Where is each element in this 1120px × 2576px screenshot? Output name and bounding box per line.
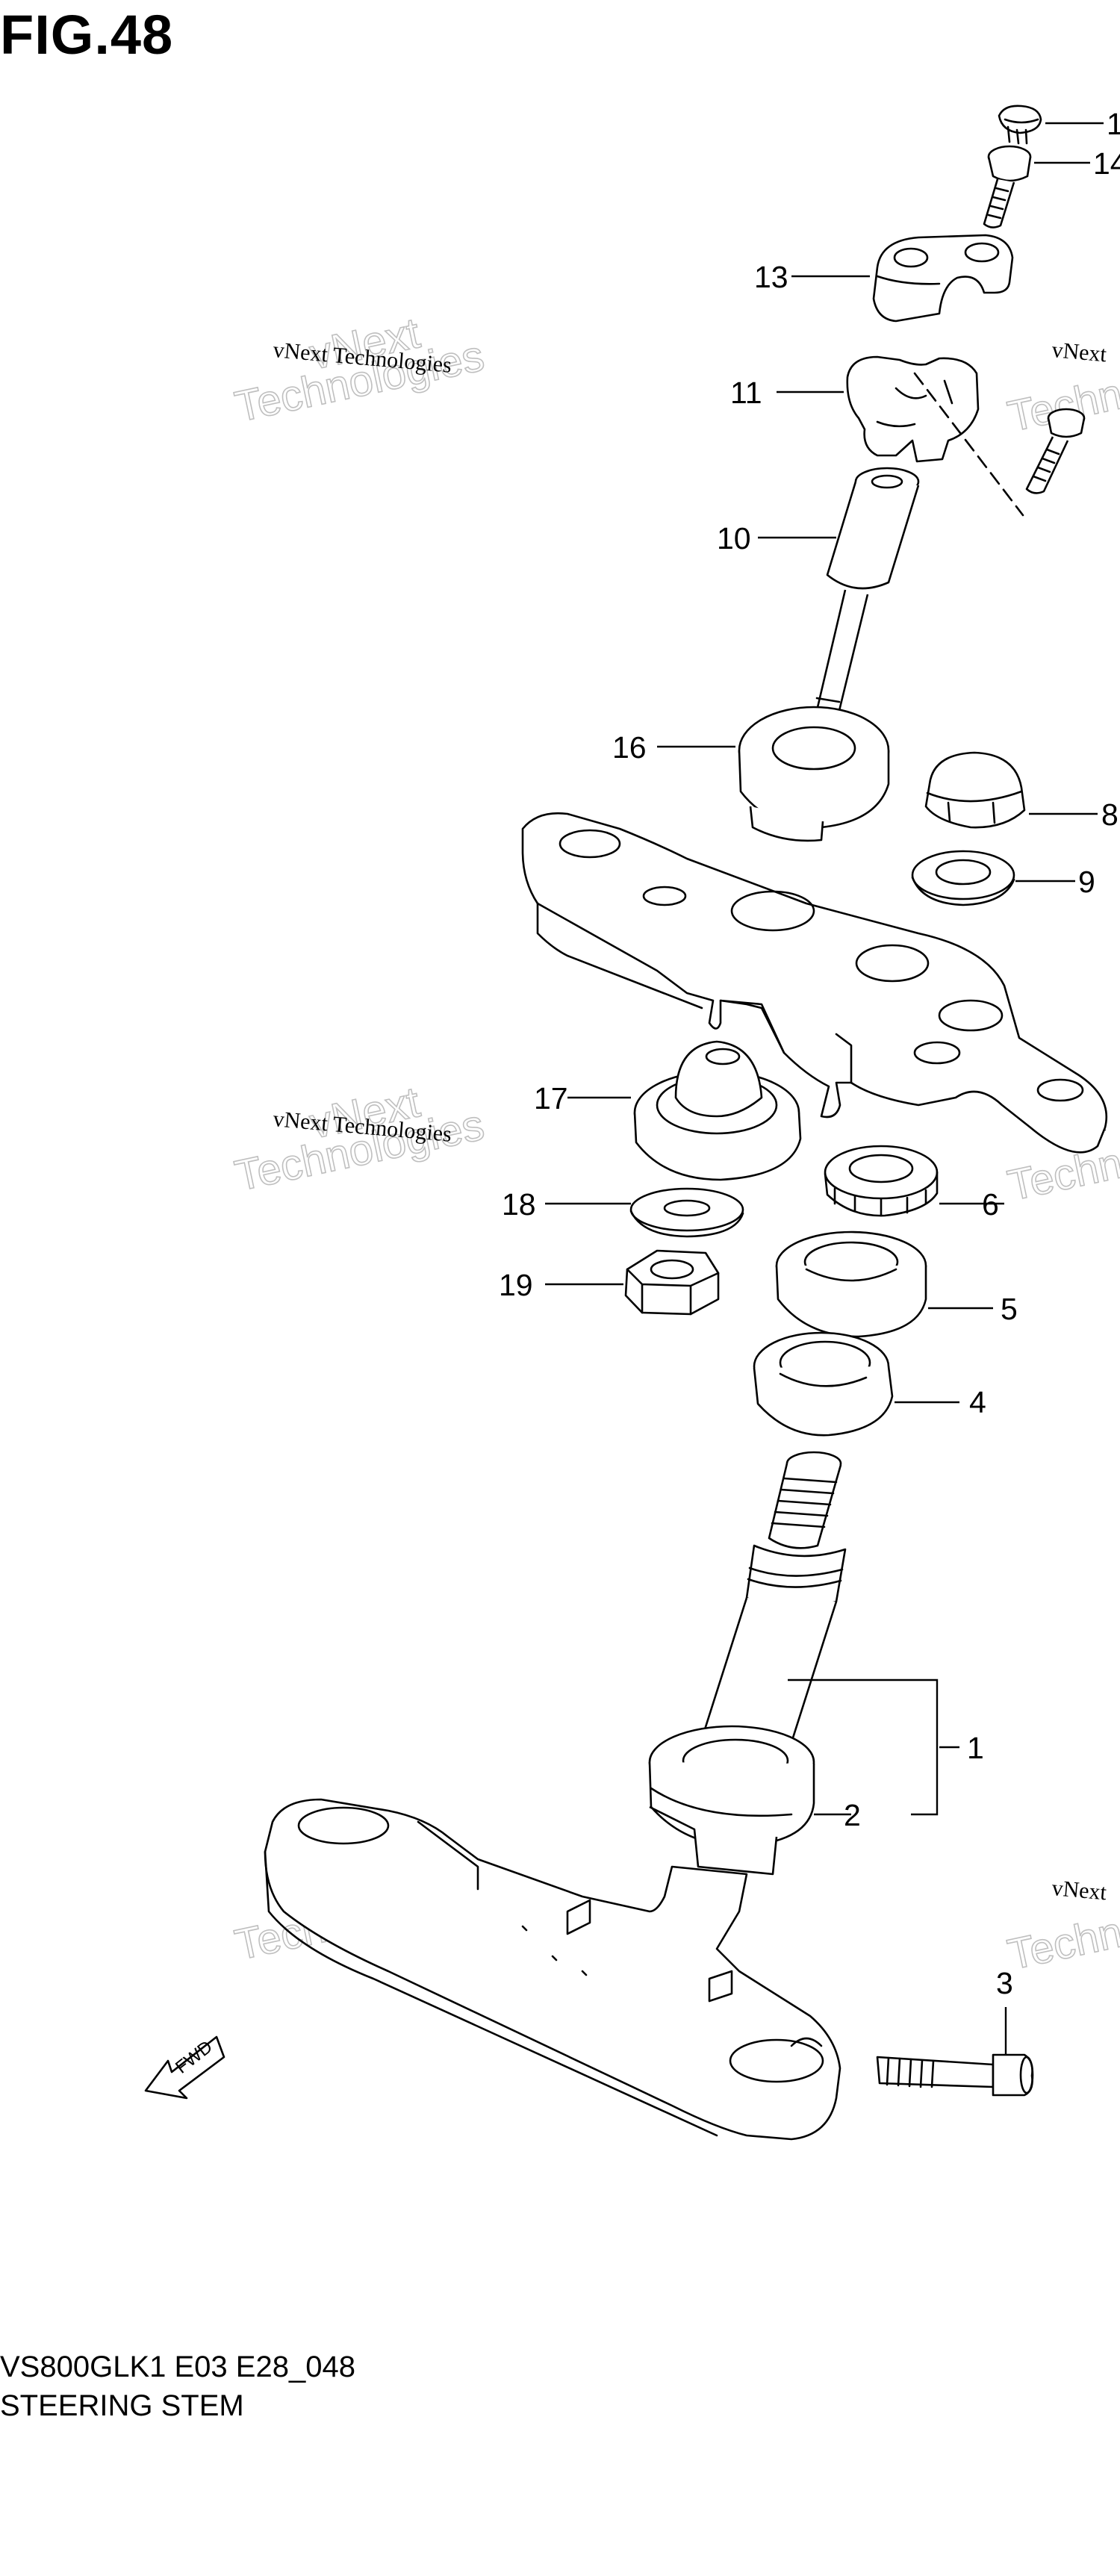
part-19-nut — [624, 1249, 720, 1316]
part-17-seal — [633, 1040, 802, 1181]
callout-9: 9 — [1078, 865, 1095, 899]
watermark-partial-techno: Techno — [1004, 1903, 1120, 1979]
assembly-dashed-line — [913, 372, 1024, 517]
part-bolt-right — [1025, 408, 1086, 494]
part-6-lock-nut — [824, 1145, 939, 1217]
part-16-damper — [738, 706, 890, 842]
callout-19: 19 — [499, 1268, 533, 1302]
part-5-bearing — [775, 1231, 927, 1338]
part-11-holder-lower — [846, 355, 980, 463]
callout-11: 11 — [730, 376, 762, 410]
watermark-1: Technologies vNext vNext Technologies — [230, 308, 488, 432]
watermark-2: Technologies vNext vNext Technologies — [230, 1077, 488, 1201]
watermark-partial-text: vNext — [1051, 337, 1108, 367]
part-8-cap-nut — [924, 751, 1026, 829]
part-13-clamp-upper — [872, 234, 1014, 323]
part-upper-bracket — [521, 812, 1108, 1154]
part-4-bearing — [753, 1331, 894, 1437]
fwd-arrow-icon: FWD — [144, 2035, 225, 2100]
watermark-right-3: vNext Techno — [1003, 1876, 1120, 1979]
callout-18: 18 — [502, 1187, 536, 1222]
model-code: VS800GLK1 E03 E28_048 — [0, 2351, 355, 2383]
callout-labels: 15 14 13 11 10 16 8 9 17 18 19 6 5 4 1 2… — [499, 107, 1120, 2000]
part-14-bolt — [983, 145, 1032, 228]
callout-3: 3 — [996, 1966, 1013, 2000]
figure-title: FIG.48 — [0, 4, 174, 66]
callout-5: 5 — [1001, 1292, 1018, 1326]
callout-13: 13 — [754, 260, 788, 294]
callout-6: 6 — [982, 1187, 999, 1222]
callout-2: 2 — [844, 1798, 861, 1832]
part-15-cap — [998, 105, 1042, 145]
callout-10: 10 — [717, 521, 751, 556]
callout-14: 14 — [1093, 146, 1120, 181]
part-9-washer — [911, 850, 1015, 906]
diagram-caption: STEERING STEM — [0, 2389, 244, 2422]
callout-8: 8 — [1101, 797, 1119, 832]
callout-16: 16 — [612, 730, 647, 765]
watermark-partial-text: vNext — [1051, 1876, 1108, 1905]
callout-15: 15 — [1107, 107, 1120, 141]
part-10-spacer-bolt — [803, 467, 920, 748]
callout-17: 17 — [534, 1081, 568, 1116]
callout-1: 1 — [967, 1731, 984, 1765]
callout-4: 4 — [969, 1385, 986, 1419]
part-lower-bracket — [264, 1798, 841, 2141]
part-18-washer — [629, 1187, 744, 1238]
part-3-bolt — [876, 2053, 1034, 2097]
bracket-line-1 — [788, 1679, 939, 1816]
part-2-bearing-race — [648, 1725, 815, 1876]
